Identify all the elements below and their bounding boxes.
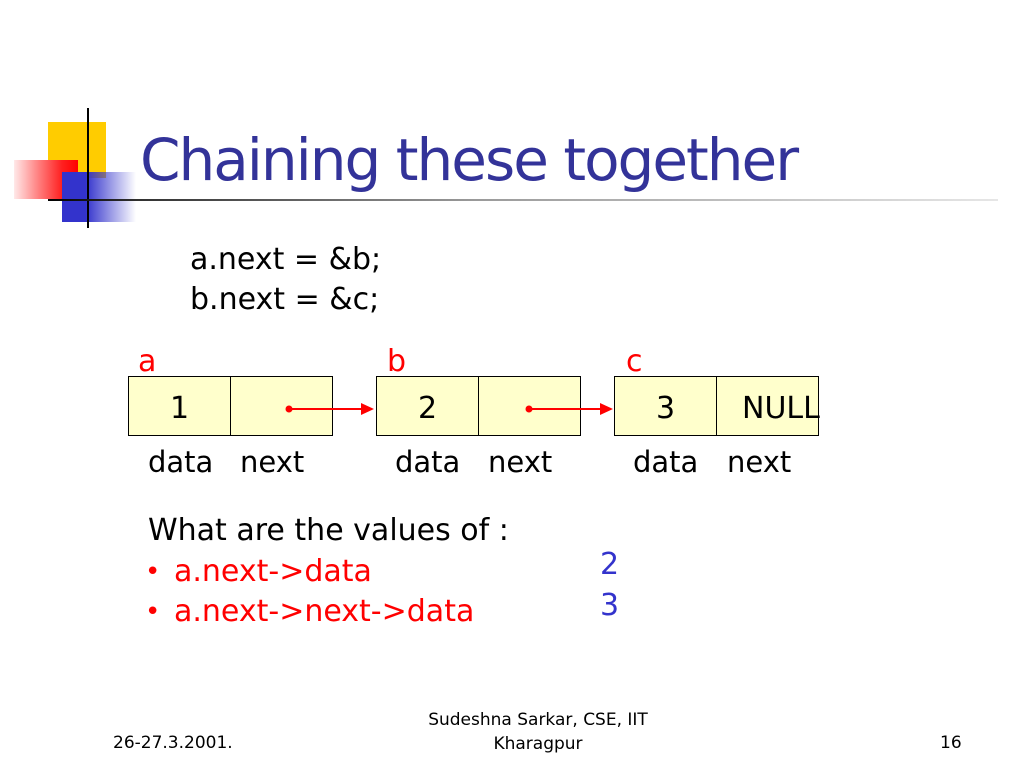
node-data-value: 3 xyxy=(655,391,676,426)
footer-author: Sudeshna Sarkar, CSE, IIT Kharagpur xyxy=(398,708,678,756)
pointer-arrow-b-to-c xyxy=(525,403,613,415)
logo-blue-square xyxy=(62,172,136,222)
node-next-field: NULL xyxy=(716,377,820,435)
logo-vertical-rule xyxy=(87,108,89,228)
code-line-2: b.next = &c; xyxy=(190,282,380,317)
bullet-icon: • xyxy=(145,597,161,627)
node-data-field: 3 xyxy=(615,377,716,435)
arrowhead-icon xyxy=(600,403,613,415)
question-item-2: • a.next->next->data xyxy=(145,594,475,629)
arrowhead-icon xyxy=(361,403,374,415)
field-label-next: next xyxy=(240,445,305,479)
footer-page-number: 16 xyxy=(940,733,962,753)
code-line-1: a.next = &b; xyxy=(190,242,382,277)
title-underline-rule xyxy=(48,199,998,201)
field-label-data: data xyxy=(148,445,214,479)
footer-date: 26-27.3.2001. xyxy=(113,733,233,753)
question-item-text: a.next->next->data xyxy=(174,594,475,629)
node-next-field xyxy=(230,377,332,435)
slide-title: Chaining these together xyxy=(140,126,799,194)
footer-author-line-1: Sudeshna Sarkar, CSE, IIT xyxy=(428,710,648,730)
question-item-1: • a.next->data xyxy=(145,554,372,589)
field-label-data: data xyxy=(633,445,699,479)
node-label-c: c xyxy=(626,344,643,379)
field-label-next: next xyxy=(488,445,553,479)
node-label-b: b xyxy=(387,344,407,379)
node-next-null: NULL xyxy=(742,391,820,426)
bullet-icon: • xyxy=(145,557,161,587)
node-next-field xyxy=(478,377,580,435)
answer-1: 2 xyxy=(600,547,620,582)
node-data-field: 2 xyxy=(377,377,478,435)
list-node-a: 1 xyxy=(128,376,333,436)
pointer-arrows xyxy=(285,403,613,415)
question-prompt: What are the values of : xyxy=(148,513,509,548)
answer-2: 3 xyxy=(600,588,620,623)
pointer-arrow-a-to-b xyxy=(285,403,374,415)
footer-author-line-2: Kharagpur xyxy=(493,734,583,754)
node-data-value: 2 xyxy=(417,391,438,426)
node-data-field: 1 xyxy=(129,377,230,435)
node-data-value: 1 xyxy=(169,391,190,426)
node-label-a: a xyxy=(138,344,157,379)
field-label-next: next xyxy=(727,445,792,479)
question-item-text: a.next->data xyxy=(174,554,372,589)
field-label-data: data xyxy=(395,445,461,479)
list-node-b: 2 xyxy=(376,376,581,436)
list-node-c: 3 NULL xyxy=(614,376,820,436)
